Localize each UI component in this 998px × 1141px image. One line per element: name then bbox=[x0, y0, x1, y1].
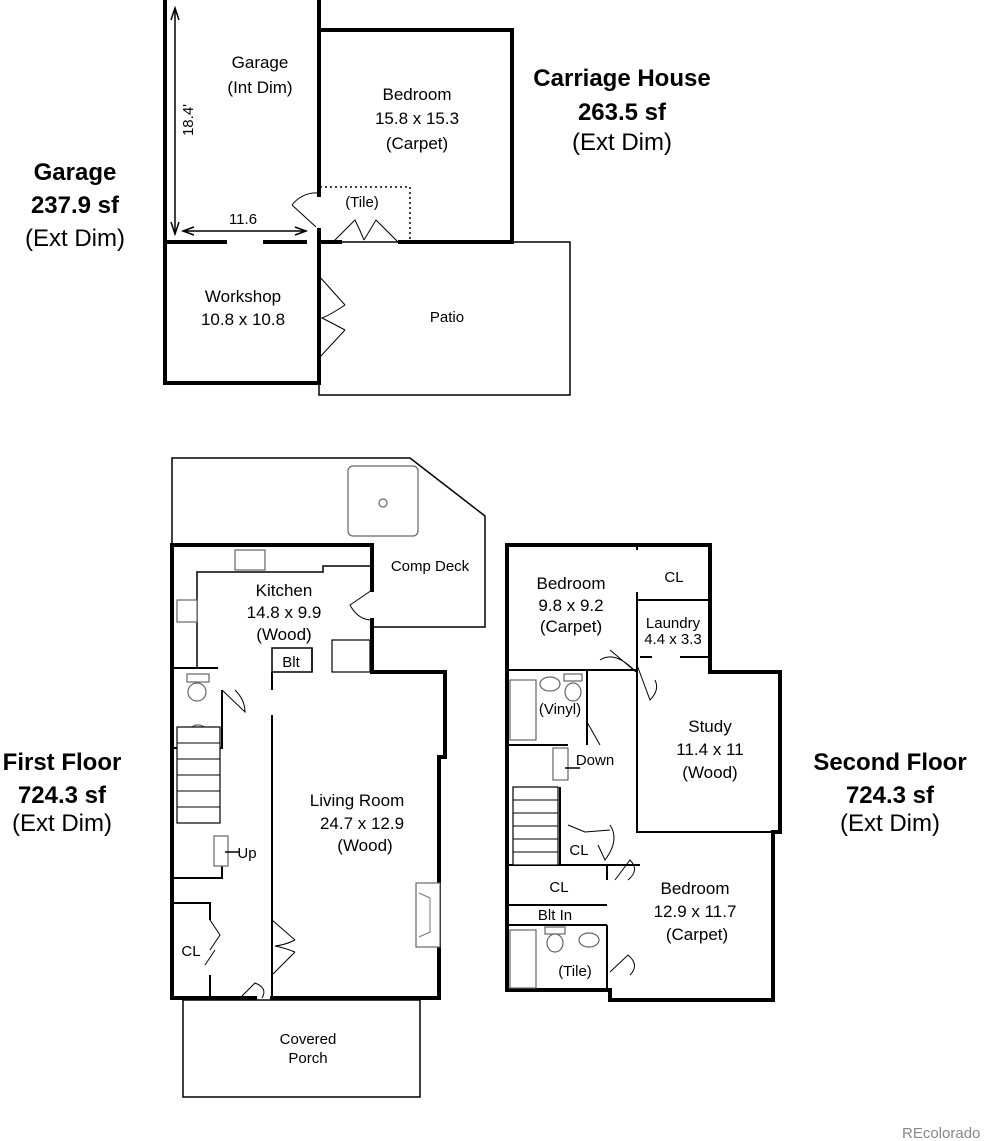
bedroom-walls bbox=[163, 28, 514, 244]
bedroom-1-label: Bedroom bbox=[537, 574, 606, 593]
bath-2-toilet bbox=[546, 933, 564, 953]
second-floor-area: 724.3 sf bbox=[846, 782, 935, 809]
upper-interior-walls bbox=[636, 545, 780, 833]
living-room-size: 24.7 x 12.9 bbox=[320, 814, 404, 833]
second-floor-title: Second Floor bbox=[813, 749, 966, 776]
first-floor-interior-walls bbox=[172, 667, 223, 998]
carriage-summary-area: 263.5 sf bbox=[578, 99, 667, 126]
lower-interior-walls bbox=[507, 669, 640, 990]
comp-deck-outline bbox=[171, 457, 486, 628]
front-door bbox=[239, 982, 265, 999]
workshop-double-door bbox=[318, 275, 346, 359]
study-size: 11.4 x 11 bbox=[676, 740, 743, 759]
toilet-tank bbox=[186, 673, 210, 683]
carriage-house-plan: 18.4' 11.6 Garage (Int Dim) Bedroom 15.8… bbox=[163, 0, 571, 396]
built-in-label-2: Blt In bbox=[538, 907, 572, 924]
dimension-horizontal bbox=[180, 226, 309, 236]
bath-2-floor: (Tile) bbox=[558, 963, 592, 980]
built-in-label: Blt bbox=[282, 654, 300, 671]
living-room-label: Living Room bbox=[310, 791, 405, 810]
fireplace bbox=[415, 882, 441, 948]
garage-summary-note: (Ext Dim) bbox=[25, 225, 125, 252]
bath-1-floor: (Vinyl) bbox=[539, 701, 581, 718]
carriage-summary-note: (Ext Dim) bbox=[572, 129, 672, 156]
hall-closet-label: CL bbox=[549, 879, 568, 896]
dimension-arrowheads bbox=[170, 5, 180, 237]
living-room-floor: (Wood) bbox=[337, 836, 392, 855]
kitchen-label: Kitchen bbox=[256, 581, 313, 600]
hot-tub-drain bbox=[378, 498, 388, 508]
second-floor-note: (Ext Dim) bbox=[840, 810, 940, 837]
porch-label-line1: Covered bbox=[280, 1031, 337, 1048]
garage-depth-dimension: 18.4' bbox=[180, 104, 197, 136]
garage-width-dimension: 11.6 bbox=[229, 211, 257, 228]
first-floor-exterior-walls bbox=[170, 543, 447, 1000]
down-label: Down bbox=[576, 752, 614, 769]
bedroom-2-floor: (Carpet) bbox=[666, 925, 728, 944]
second-floor-plan: (Vinyl) Down Bedroom 9.8 x 9.2 (Carpet) … bbox=[505, 543, 782, 1002]
deck-door bbox=[349, 589, 373, 621]
laundry-size: 4.4 x 3.3 bbox=[644, 631, 702, 648]
living-room-double-door bbox=[271, 919, 296, 976]
bath-1-sink bbox=[539, 676, 561, 692]
kitchen-size: 14.8 x 9.9 bbox=[247, 603, 322, 622]
carriage-summary-title: Carriage House bbox=[533, 65, 710, 92]
closet-door bbox=[204, 919, 221, 966]
top-closet-label: CL bbox=[664, 569, 683, 586]
first-floor-plan: Blt Up Kitchen 14.8 x 9.9 (Wood) Comp De… bbox=[170, 457, 486, 1098]
stair-landing bbox=[213, 835, 229, 867]
refrigerator bbox=[331, 639, 371, 673]
stair-closet-label: CL bbox=[569, 842, 588, 859]
first-floor-title: First Floor bbox=[3, 749, 122, 776]
bedroom-double-door bbox=[332, 219, 399, 243]
bath-2-sink bbox=[578, 932, 600, 948]
porch-outline bbox=[182, 999, 421, 1098]
patio-label: Patio bbox=[430, 309, 464, 326]
garage-summary-title: Garage bbox=[34, 159, 117, 186]
carriage-bedroom-label: Bedroom bbox=[383, 85, 452, 104]
first-floor-closet-label: CL bbox=[181, 943, 200, 960]
tile-area-boundary bbox=[320, 186, 411, 242]
porch-label-line2: Porch bbox=[288, 1050, 327, 1067]
bathtub-1 bbox=[509, 679, 537, 741]
kitchen-sink bbox=[176, 599, 198, 623]
fireplace-firebox bbox=[418, 892, 431, 938]
second-floor-stairs bbox=[512, 786, 559, 866]
laundry-label: Laundry bbox=[646, 615, 701, 632]
bath-1-toilet bbox=[564, 682, 582, 702]
bath-1-toilet-tank bbox=[563, 673, 583, 682]
workshop-label: Workshop bbox=[205, 287, 281, 306]
carriage-bedroom-size: 15.8 x 15.3 bbox=[375, 109, 459, 128]
bath-door bbox=[221, 689, 246, 714]
study-label: Study bbox=[688, 717, 732, 736]
entry-floor: (Tile) bbox=[345, 194, 379, 211]
bath-2-toilet-tank bbox=[544, 926, 566, 935]
garage-label: Garage bbox=[232, 53, 289, 72]
bedroom-1-size: 9.8 x 9.2 bbox=[538, 596, 603, 615]
bedroom-2-size: 12.9 x 11.7 bbox=[654, 902, 737, 921]
second-floor-doors bbox=[567, 649, 658, 976]
stair-landing-2 bbox=[552, 747, 569, 781]
garage-note: (Int Dim) bbox=[227, 78, 292, 97]
workshop-size: 10.8 x 10.8 bbox=[201, 310, 285, 329]
comp-deck-label: Comp Deck bbox=[391, 558, 470, 575]
garage-summary-area: 237.9 sf bbox=[31, 192, 120, 219]
watermark: REcolorado bbox=[902, 1125, 980, 1141]
stove bbox=[234, 549, 266, 571]
first-floor-stairs bbox=[176, 726, 221, 824]
up-label: Up bbox=[237, 845, 256, 862]
bedroom-1-floor: (Carpet) bbox=[540, 617, 602, 636]
first-floor-note: (Ext Dim) bbox=[12, 810, 112, 837]
first-floor-area: 724.3 sf bbox=[18, 782, 107, 809]
bedroom-2-label: Bedroom bbox=[661, 879, 730, 898]
bathtub-2 bbox=[509, 929, 537, 989]
toilet bbox=[187, 682, 207, 702]
study-floor: (Wood) bbox=[682, 763, 737, 782]
carriage-bedroom-floor: (Carpet) bbox=[386, 134, 448, 153]
kitchen-floor: (Wood) bbox=[256, 625, 311, 644]
garage-door-swing bbox=[291, 192, 319, 228]
